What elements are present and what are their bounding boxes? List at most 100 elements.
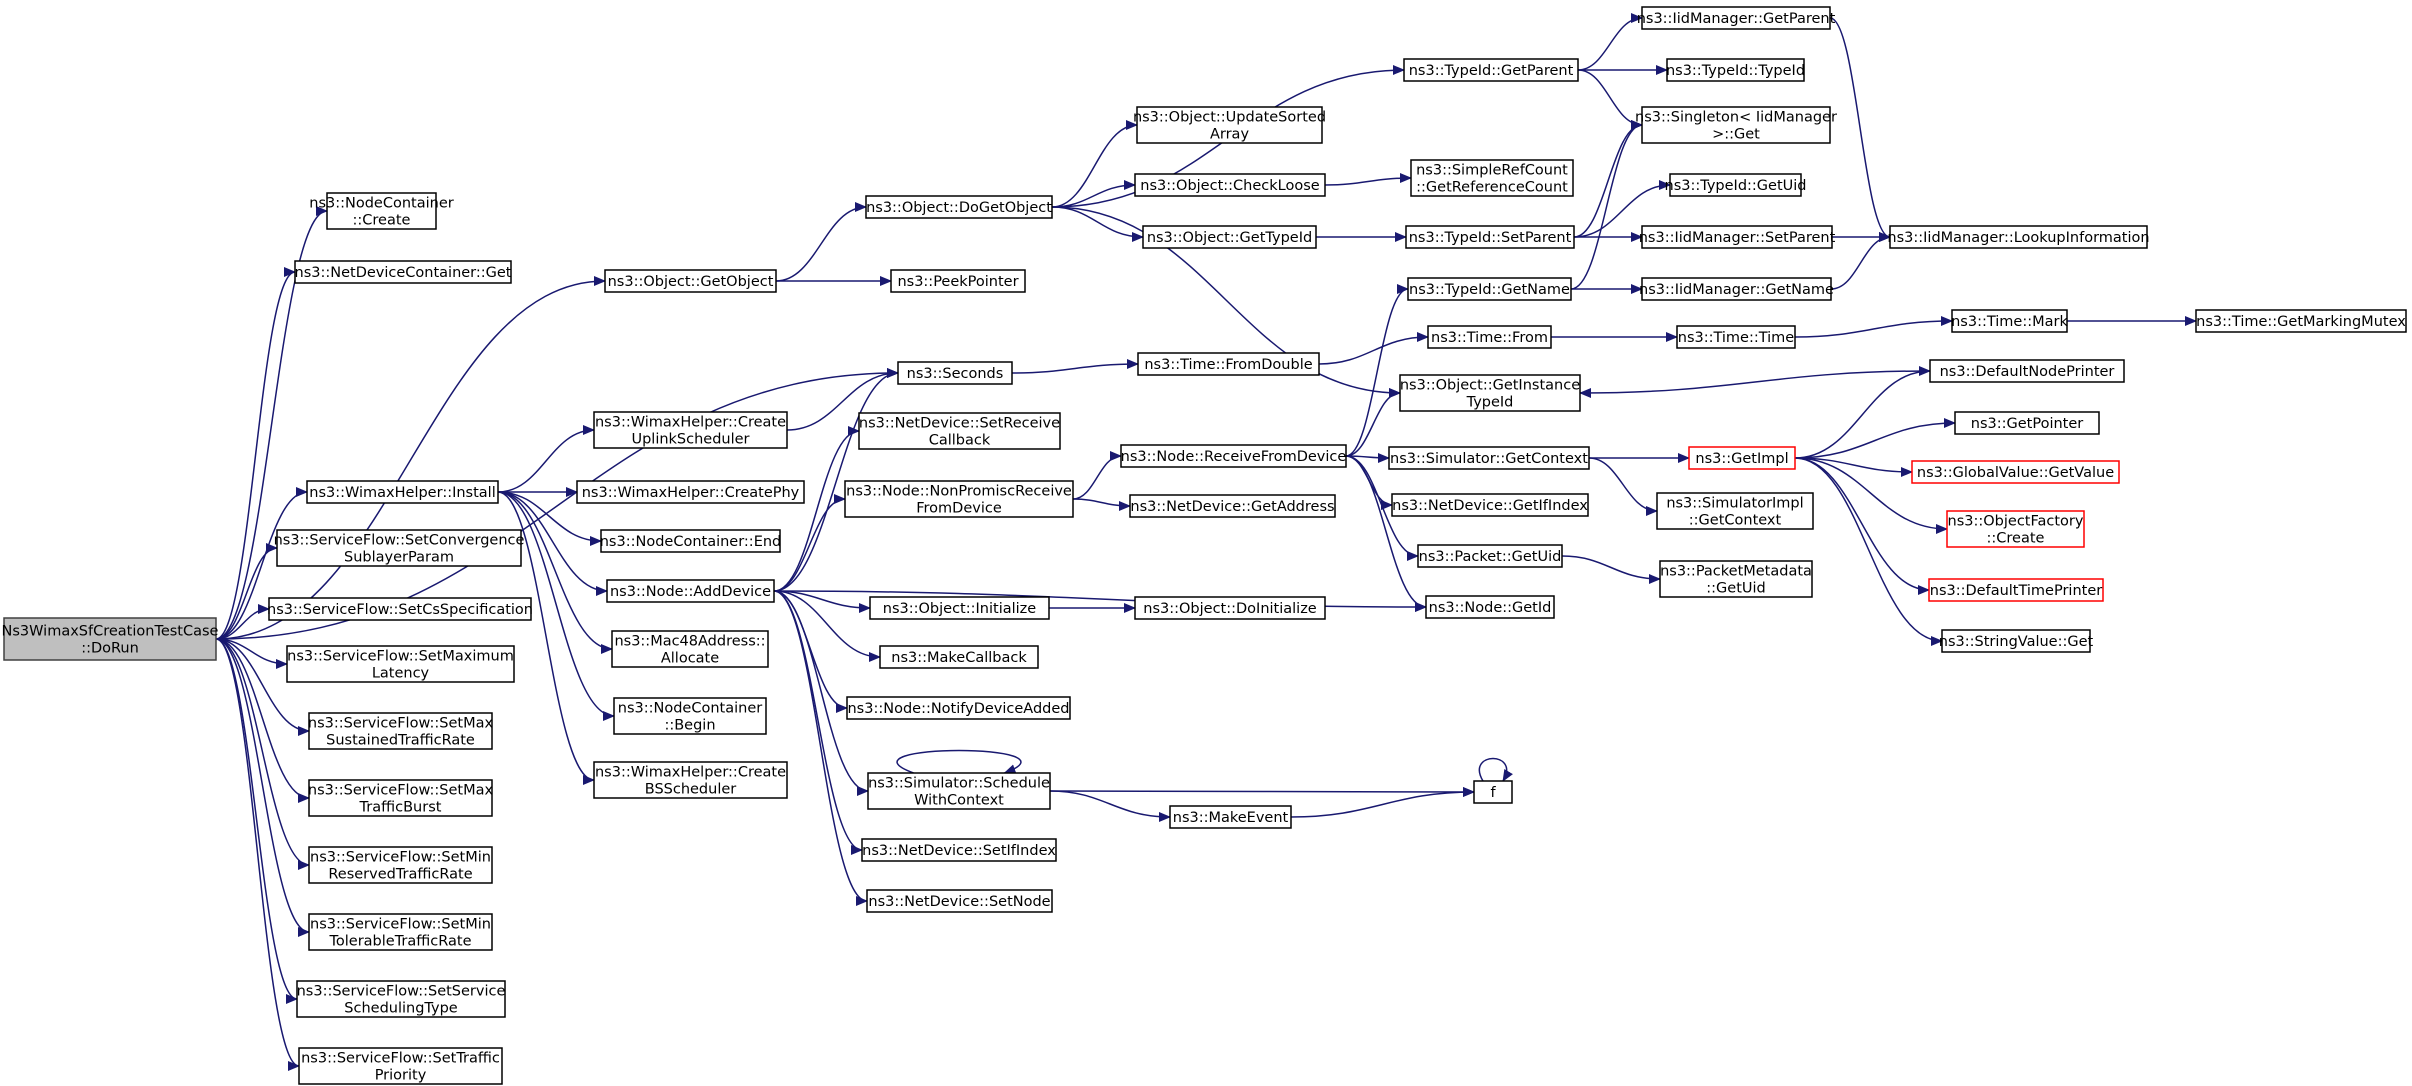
node-box-sf-setmaxburst[interactable] [308,779,493,817]
node-box-sf-setcs[interactable] [268,597,532,621]
node-box-getimpl[interactable] [1688,446,1796,470]
node-box-sim-getcontext[interactable] [1388,446,1590,470]
node-box-obj-doinitialize[interactable] [1134,596,1326,620]
node-sf-setsched[interactable]: ns3::ServiceFlow::SetServiceSchedulingTy… [296,980,506,1018]
node-nd-getifindex[interactable]: ns3::NetDevice::GetIfIndex [1391,493,1589,517]
node-sf-setcs[interactable]: ns3::ServiceFlow::SetCsSpecification [267,597,533,621]
node-box-stringvalue-get[interactable] [1941,629,2091,653]
node-node-adddevice[interactable]: ns3::Node::AddDevice [606,579,775,603]
node-box-obj-checkloose[interactable] [1134,173,1326,197]
node-box-node-receivefromdevice[interactable] [1120,444,1347,468]
node-box-wh-install[interactable] [306,480,499,504]
node-box-obj-dogetobject[interactable] [865,195,1053,219]
node-box-simplerefcount[interactable] [1410,159,1574,197]
node-box-globalvalue-getvalue[interactable] [1911,460,2120,484]
node-ndc-get[interactable]: ns3::NetDeviceContainer::Get [294,260,512,284]
node-typeid-getname[interactable]: ns3::TypeId::GetName [1407,277,1572,301]
node-sim-getcontext[interactable]: ns3::Simulator::GetContext [1388,446,1590,470]
node-obj-checkloose[interactable]: ns3::Object::CheckLoose [1134,173,1326,197]
node-box-typeid-setparent[interactable] [1405,225,1575,249]
node-nc-create[interactable]: ns3::NodeContainer::Create [309,192,454,230]
node-box-typeid-getname[interactable] [1407,277,1572,301]
node-sf-setconv[interactable]: ns3::ServiceFlow::SetConvergenceSublayer… [274,529,525,567]
node-box-singleton-get[interactable] [1641,106,1831,144]
node-iid-setparent[interactable]: ns3::IidManager::SetParent [1639,225,1836,249]
node-box-wh-createphy[interactable] [576,480,805,504]
node-box-makecallback[interactable] [879,645,1039,669]
node-sf-setmaxsus[interactable]: ns3::ServiceFlow::SetMaxSustainedTraffic… [308,712,494,750]
node-box-wh-createup[interactable] [593,411,788,449]
node-box-node-adddevice[interactable] [606,579,775,603]
node-sf-setmintol[interactable]: ns3::ServiceFlow::SetMinTolerableTraffic… [308,913,493,951]
node-iid-lookup[interactable]: ns3::IidManager::LookupInformation [1887,225,2150,249]
node-box-iid-setparent[interactable] [1641,225,1833,249]
node-stringvalue-get[interactable]: ns3::StringValue::Get [1939,629,2094,653]
node-box-sf-setmaxsus[interactable] [308,712,493,750]
node-box-sf-setprio[interactable] [298,1047,503,1085]
node-box-iid-getparent[interactable] [1641,6,1831,30]
node-nd-setifindex[interactable]: ns3::NetDevice::SetIfIndex [861,838,1057,862]
node-box-iid-lookup[interactable] [1889,225,2148,249]
node-packetmeta-getuid[interactable]: ns3::PacketMetadata::GetUid [1659,560,1813,598]
node-box-defaultnodeprinter[interactable] [1929,359,2125,383]
node-box-typeid-getparent[interactable] [1403,58,1579,82]
node-box-nd-setifindex[interactable] [861,838,1057,862]
node-box-sim-schedule[interactable] [867,772,1051,810]
node-box-sf-setsched[interactable] [296,980,506,1018]
node-typeid-setparent[interactable]: ns3::TypeId::SetParent [1405,225,1575,249]
node-obj-dogetobject[interactable]: ns3::Object::DoGetObject [865,195,1053,219]
node-box-obj-gettypeid[interactable] [1142,225,1317,249]
node-box-typeid-getuid[interactable] [1669,173,1802,197]
node-nd-getaddress[interactable]: ns3::NetDevice::GetAddress [1129,494,1336,518]
node-defaulttimeprinter[interactable]: ns3::DefaultTimePrinter [1928,578,2104,602]
node-box-typeid-typeid[interactable] [1666,58,1805,82]
node-box-nd-setreceive[interactable] [858,412,1061,450]
node-node-receivefromdevice[interactable]: ns3::Node::ReceiveFromDevice [1120,444,1347,468]
node-box-defaulttimeprinter[interactable] [1928,578,2104,602]
node-box-seconds[interactable] [897,361,1013,385]
node-peekpointer[interactable]: ns3::PeekPointer [890,269,1026,293]
node-makecallback[interactable]: ns3::MakeCallback [879,645,1039,669]
node-box-nc-end[interactable] [600,529,781,553]
node-box-sf-setmintol[interactable] [308,913,493,951]
node-box-time-mark[interactable] [1951,309,2068,333]
node-box-node-notify[interactable] [846,696,1071,720]
node-nc-end[interactable]: ns3::NodeContainer::End [600,529,782,553]
node-typeid-getuid[interactable]: ns3::TypeId::GetUid [1665,173,1807,197]
node-box-objectfactory-create[interactable] [1946,510,2085,548]
node-box-nd-getifindex[interactable] [1391,493,1589,517]
node-box-node-nonpromisc[interactable] [844,480,1074,518]
node-globalvalue-getvalue[interactable]: ns3::GlobalValue::GetValue [1911,460,2120,484]
node-getpointer[interactable]: ns3::GetPointer [1954,411,2100,435]
node-box-makeevent[interactable] [1169,805,1292,829]
node-box-obj-initialize[interactable] [869,596,1050,620]
node-box-obj-updatesorted[interactable] [1136,106,1323,144]
node-mac48-alloc[interactable]: ns3::Mac48Address::Allocate [611,630,769,668]
node-singleton-get[interactable]: ns3::Singleton< IidManager >::Get [1635,106,1837,144]
node-wh-createphy[interactable]: ns3::WimaxHelper::CreatePhy [576,480,805,504]
node-f[interactable]: f [1473,780,1513,804]
node-nd-setnode[interactable]: ns3::NetDevice::SetNode [866,889,1053,913]
node-box-getpointer[interactable] [1954,411,2100,435]
node-objectfactory-create[interactable]: ns3::ObjectFactory::Create [1946,510,2085,548]
node-box-simimpl-getcontext[interactable] [1656,492,1814,530]
node-box-sf-setmaxlat[interactable] [286,645,515,683]
node-typeid-getparent[interactable]: ns3::TypeId::GetParent [1403,58,1579,82]
node-box-time-from[interactable] [1427,325,1552,349]
node-box-node-getid[interactable] [1425,595,1555,619]
node-time-fromdouble[interactable]: ns3::Time::FromDouble [1137,352,1320,376]
node-iid-getparent[interactable]: ns3::IidManager::GetParent [1637,6,1836,30]
node-iid-getname[interactable]: ns3::IidManager::GetName [1639,277,1834,301]
node-box-mac48-alloc[interactable] [611,630,769,668]
node-simimpl-getcontext[interactable]: ns3::SimulatorImpl::GetContext [1656,492,1814,530]
